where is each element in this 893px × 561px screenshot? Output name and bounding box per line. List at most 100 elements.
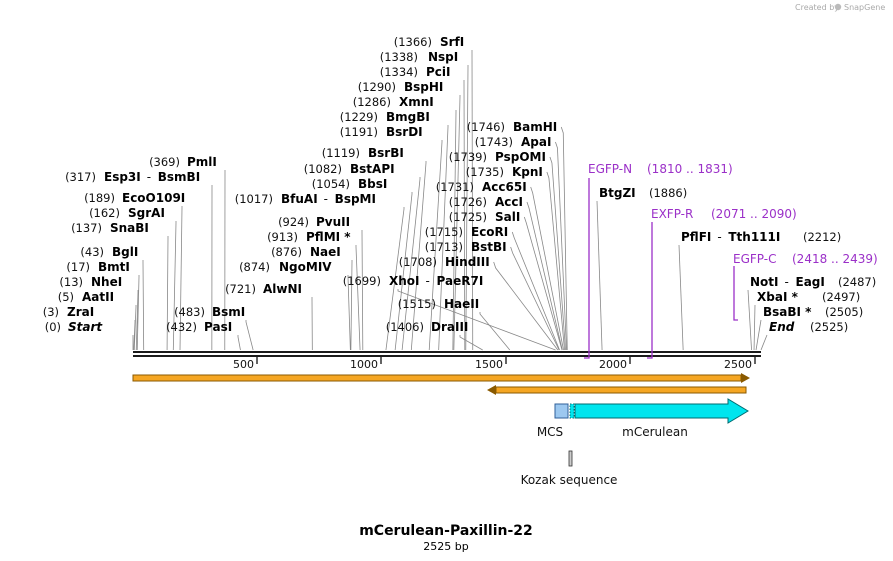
primer-exfp-r[interactable]: EXFP-R (2071 .. 2090) bbox=[647, 207, 797, 359]
site-acci[interactable]: (1726)AccI bbox=[449, 195, 523, 209]
site-position: (5) bbox=[58, 290, 74, 304]
site-xbai[interactable]: XbaI *(2497) bbox=[757, 290, 860, 304]
site-hindiii[interactable]: (1708)HindIII bbox=[399, 255, 490, 269]
site-bstbi[interactable]: (1713)BstBI bbox=[425, 240, 507, 254]
site-sgrai[interactable]: (162)SgrAI bbox=[89, 206, 165, 220]
site-bmgbi[interactable]: (1229)BmgBI bbox=[340, 110, 430, 124]
site-position: (2525) bbox=[810, 320, 848, 334]
site-alwni[interactable]: (721)AlwNI bbox=[225, 282, 302, 296]
snapgene-credit: Created by SnapGene bbox=[795, 3, 885, 12]
site-bmti[interactable]: (17)BmtI bbox=[66, 260, 129, 274]
site-name: ZraI bbox=[67, 305, 94, 319]
site-position: (1735) bbox=[466, 165, 504, 179]
site-zrai[interactable]: (3)ZraI bbox=[43, 305, 94, 319]
site-position: (483) bbox=[174, 305, 205, 319]
site-ngomiv[interactable]: (874)NgoMIV bbox=[239, 260, 332, 274]
site-name: PasI bbox=[204, 320, 232, 334]
site-bsphi[interactable]: (1290)BspHI bbox=[358, 80, 444, 94]
site-alt-name: Tth111I bbox=[728, 230, 780, 244]
site-xmni[interactable]: (1286) XmnI bbox=[353, 95, 434, 109]
site-name: SalI bbox=[495, 210, 520, 224]
site-nhei[interactable]: (13)NheI bbox=[59, 275, 122, 289]
site-name: BsrBI bbox=[368, 146, 404, 160]
site-start[interactable]: (0)Start bbox=[45, 320, 104, 334]
site-noti[interactable]: NotI-EagI(2487) bbox=[750, 275, 876, 289]
kozak-label: Kozak sequence bbox=[521, 473, 618, 487]
site-position: (1286) bbox=[353, 95, 391, 109]
site-bsabi[interactable]: BsaBI *(2505) bbox=[763, 305, 863, 319]
leader-line bbox=[350, 260, 353, 351]
site-bgli[interactable]: (43)BglI bbox=[80, 245, 138, 259]
site-ecoo109i[interactable]: (189)EcoO109I bbox=[84, 191, 185, 205]
site-name: Acc65I bbox=[482, 180, 527, 194]
primer-egfp-c[interactable]: EGFP-C (2418 .. 2439) bbox=[733, 252, 878, 321]
primer-egfp-n[interactable]: EGFP-N (1810 .. 1831) bbox=[584, 162, 733, 359]
site-esp3i[interactable]: (317)Esp3I-BsmBI bbox=[65, 170, 200, 184]
site-pmli[interactable]: (369)PmlI bbox=[149, 155, 217, 169]
leader-line bbox=[166, 236, 169, 351]
site-pcii[interactable]: (1334)PciI bbox=[380, 65, 451, 79]
site-bsrbi[interactable]: (1119)BsrBI bbox=[322, 146, 404, 160]
site-srfi[interactable]: (1366)SrfI bbox=[394, 35, 465, 49]
orf-forward-arrowhead-icon bbox=[741, 373, 750, 383]
leader-line bbox=[394, 192, 413, 351]
site-bsmi[interactable]: (483)BsmI bbox=[174, 305, 245, 319]
leader-line bbox=[465, 65, 469, 351]
site-pspomi[interactable]: (1739)PspOMI bbox=[449, 150, 546, 164]
site-kpni[interactable]: (1735)KpnI bbox=[466, 165, 543, 179]
site-snabi[interactable]: (137)SnaBI bbox=[71, 221, 149, 235]
site-naei[interactable]: (876)NaeI bbox=[271, 245, 341, 259]
site-alt-name: PaeR7I bbox=[437, 274, 484, 288]
feature-mcs[interactable]: MCS bbox=[537, 403, 569, 439]
site-name: ApaI bbox=[521, 135, 551, 149]
site-bsrdi[interactable]: (1191)BsrDI bbox=[340, 125, 423, 139]
site-name: PspOMI bbox=[495, 150, 546, 164]
site-aatii[interactable]: (5)AatII bbox=[58, 290, 114, 304]
site-end[interactable]: End(2525) bbox=[769, 320, 848, 334]
primer-egfp-n-range: (1810 .. 1831) bbox=[647, 162, 733, 176]
site-bfuai[interactable]: (1017)BfuAI-BspMI bbox=[235, 192, 376, 206]
primer-egfp-c-range: (2418 .. 2439) bbox=[792, 252, 878, 266]
site-position: (317) bbox=[65, 170, 96, 184]
map-subtitle: 2525 bp bbox=[423, 540, 468, 553]
site-name: HindIII bbox=[445, 255, 490, 269]
leader-line bbox=[355, 245, 361, 351]
site-position: (1726) bbox=[449, 195, 487, 209]
site-name: XbaI * bbox=[757, 290, 799, 304]
site-position: (1725) bbox=[449, 210, 487, 224]
site-pflfi[interactable]: PflFI-Tth111I(2212) bbox=[681, 230, 841, 244]
site-apai[interactable]: (1743)ApaI bbox=[475, 135, 552, 149]
leader-line bbox=[479, 312, 511, 351]
site-pflmi[interactable]: (913)PflMI * bbox=[267, 230, 351, 244]
site-pvuii[interactable]: (924)PvuII bbox=[278, 215, 350, 229]
orf-arrow-reverse[interactable] bbox=[487, 385, 747, 395]
mcerulean-start-segment bbox=[569, 403, 575, 419]
leader-line bbox=[401, 177, 421, 351]
ruler-label: 500 bbox=[233, 358, 254, 371]
site-bstapi[interactable]: (1082)BstAPI bbox=[304, 162, 395, 176]
site-draiii[interactable]: (1406)DraIII bbox=[386, 320, 469, 334]
site-btgzi[interactable]: BtgZI(1886) bbox=[599, 186, 687, 200]
site-alt-name: BsmBI bbox=[158, 170, 200, 184]
site-position: (2505) bbox=[825, 305, 863, 319]
site-position: (1715) bbox=[425, 225, 463, 239]
site-xhoi[interactable]: (1699)XhoI-PaeR7I bbox=[343, 274, 484, 288]
mcs-box bbox=[554, 403, 569, 419]
orf-arrow-forward[interactable] bbox=[132, 373, 750, 383]
feature-kozak[interactable]: Kozak sequence bbox=[521, 450, 618, 487]
site-name: XmnI bbox=[399, 95, 434, 109]
credit-text: Created by bbox=[795, 3, 839, 12]
site-ecori[interactable]: (1715)EcoRI bbox=[425, 225, 509, 239]
site-pasi[interactable]: (432)PasI bbox=[166, 320, 232, 334]
site-haeii[interactable]: (1515)HaeII bbox=[398, 297, 479, 311]
feature-mcerulean[interactable]: mCerulean bbox=[569, 398, 749, 439]
site-bamhi[interactable]: (1746)BamHI bbox=[467, 120, 558, 134]
site-nspi[interactable]: (1338)NspI bbox=[380, 50, 459, 64]
site-sali[interactable]: (1725) SalI bbox=[449, 210, 521, 224]
orf-arrows bbox=[132, 373, 750, 395]
site-acc65i[interactable]: (1731)Acc65I bbox=[436, 180, 527, 194]
site-position: (369) bbox=[149, 155, 180, 169]
site-bbsi[interactable]: (1054)BbsI bbox=[312, 177, 388, 191]
site-name: BstAPI bbox=[350, 162, 395, 176]
